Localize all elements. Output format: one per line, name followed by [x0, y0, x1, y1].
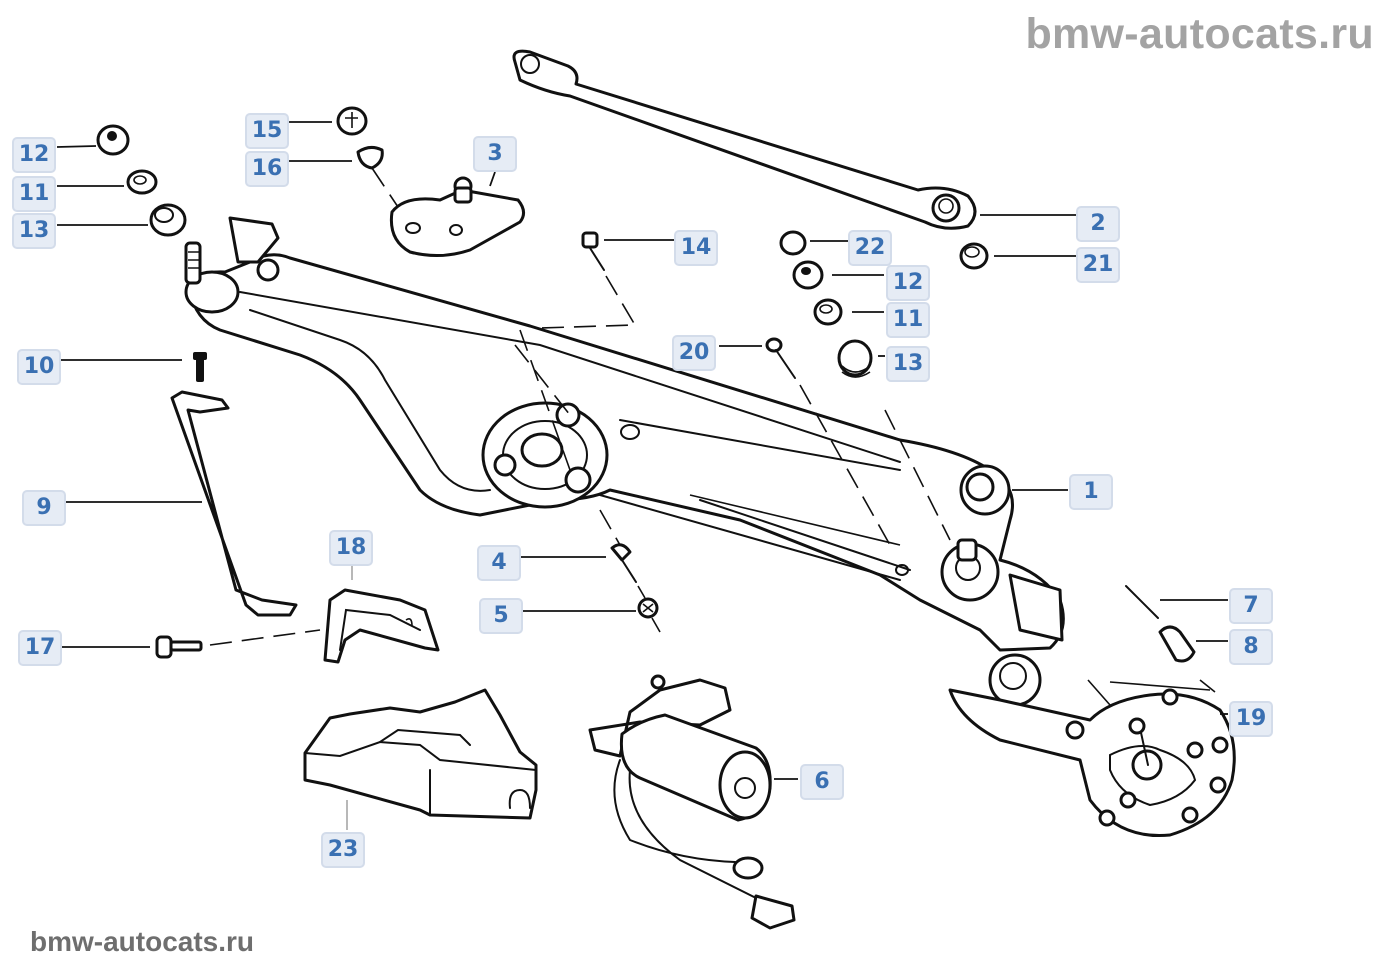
callout-17[interactable]: 17 [18, 630, 62, 666]
strut-9-part [170, 352, 298, 617]
callout-8[interactable]: 8 [1229, 629, 1273, 665]
bolt-17-part [155, 629, 321, 659]
cover-23-part [303, 688, 538, 820]
callout-19[interactable]: 19 [1229, 701, 1273, 737]
callout-3[interactable]: 3 [473, 136, 517, 172]
callout-13-right[interactable]: 13 [886, 346, 930, 382]
pivot-bracket-part [389, 176, 525, 257]
leader-lines [56, 121, 1228, 830]
callout-20[interactable]: 20 [672, 335, 716, 371]
screw-4-nut-5 [599, 509, 661, 633]
assembly-guide-line [519, 329, 571, 471]
linkage-frame-part [184, 216, 1065, 707]
callout-15[interactable]: 15 [245, 113, 289, 149]
callout-5[interactable]: 5 [479, 598, 523, 634]
callout-2[interactable]: 2 [1076, 206, 1120, 242]
bracket-18-part [323, 588, 440, 664]
watermark-bottom: bmw-autocats.ru [30, 926, 255, 957]
fasteners-15-16 [336, 106, 421, 241]
callout-16[interactable]: 16 [245, 151, 289, 187]
callout-1[interactable]: 1 [1069, 474, 1113, 510]
pin-7-sleeve-8 [1125, 585, 1196, 663]
callout-22[interactable]: 22 [848, 230, 892, 266]
callout-7[interactable]: 7 [1229, 588, 1273, 624]
callout-12-right[interactable]: 12 [886, 265, 930, 301]
callout-10[interactable]: 10 [17, 349, 61, 385]
fasteners-left-stack [96, 124, 187, 237]
callout-14[interactable]: 14 [674, 230, 718, 266]
screw-14-part [539, 231, 637, 329]
callout-9[interactable]: 9 [22, 490, 66, 526]
callout-11-left[interactable]: 11 [12, 176, 56, 212]
callout-12-left[interactable]: 12 [12, 137, 56, 173]
callout-11-right[interactable]: 11 [886, 302, 930, 338]
fasteners-right-stack [779, 230, 951, 541]
watermark-top: bmw-autocats.ru [1025, 10, 1374, 58]
callout-6[interactable]: 6 [800, 764, 844, 800]
wiper-motor-part [588, 674, 796, 930]
bushing-21-part [959, 242, 989, 270]
gearbox-part [948, 679, 1236, 838]
callout-4[interactable]: 4 [477, 545, 521, 581]
callout-13-left[interactable]: 13 [12, 213, 56, 249]
screw-20-part [765, 337, 891, 546]
callout-18[interactable]: 18 [329, 530, 373, 566]
assembly-guide-line [514, 344, 571, 416]
callout-21[interactable]: 21 [1076, 247, 1120, 283]
connecting-rod-part [512, 49, 977, 230]
callout-23[interactable]: 23 [321, 832, 365, 868]
